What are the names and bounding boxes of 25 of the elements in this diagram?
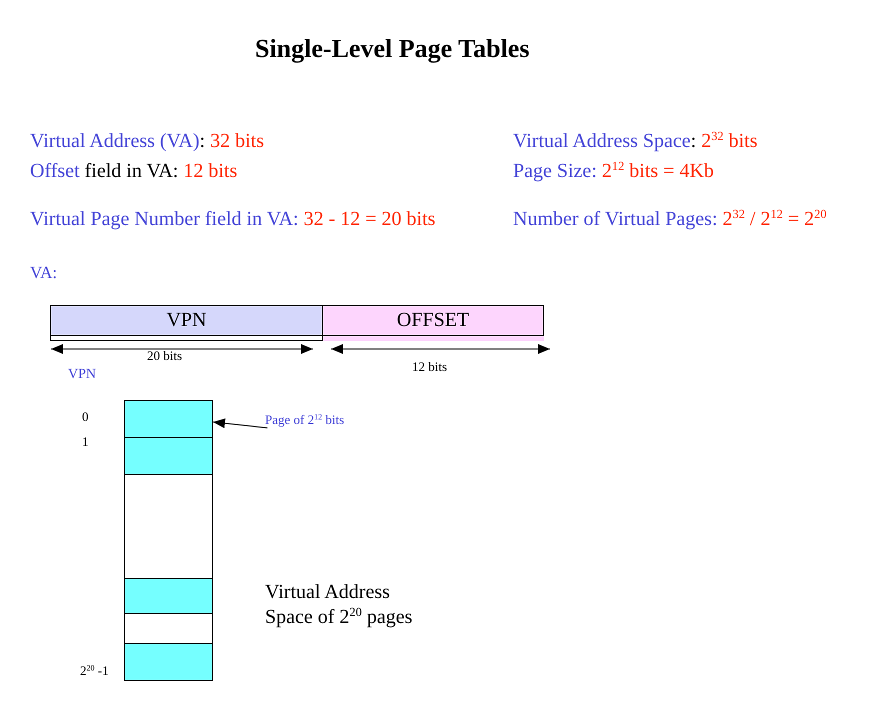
row-index: 2$^{20}$ -1 bbox=[80, 664, 109, 679]
title: Single-Level Page Tables bbox=[255, 34, 530, 64]
note-text: Virtual Address Space of 2$^{20}$ pages bbox=[265, 580, 414, 630]
definition-text: Page Size: 2$^{12}$ bits = 4Kb bbox=[513, 160, 714, 183]
address-field: OFFSET bbox=[322, 305, 544, 336]
address-field: VPN bbox=[50, 305, 323, 336]
page-cell bbox=[124, 437, 213, 475]
callout-text: Page of 2$^{12}$ bits bbox=[265, 413, 344, 428]
page-cell bbox=[124, 643, 213, 681]
row-index: 1 bbox=[82, 435, 88, 450]
leader-line bbox=[212, 418, 268, 428]
definition-text: Number of Virtual Pages: 2$^{32}$ / 2$^{12}$ = 2$^{20}$ bbox=[513, 208, 827, 231]
page-cell bbox=[124, 474, 213, 579]
page-cell bbox=[124, 578, 213, 614]
dimension-label: 12 bits bbox=[412, 360, 448, 375]
page-cell bbox=[124, 613, 213, 644]
definition-text: Offset field in VA: 12 bits bbox=[30, 160, 238, 183]
definition-text: Virtual Page Number field in VA: 32 - 12 = 20 bits bbox=[30, 208, 436, 231]
dimension-label: 20 bits bbox=[147, 349, 182, 364]
page-cell bbox=[124, 400, 213, 438]
column-heading: VPN bbox=[68, 367, 96, 384]
row-index: 0 bbox=[82, 410, 88, 425]
section-label: VA: bbox=[30, 263, 58, 283]
definition-text: Virtual Address Space: 2$^{32}$ bits bbox=[513, 130, 758, 153]
definition-text: Virtual Address (VA): 32 bits bbox=[30, 130, 264, 153]
